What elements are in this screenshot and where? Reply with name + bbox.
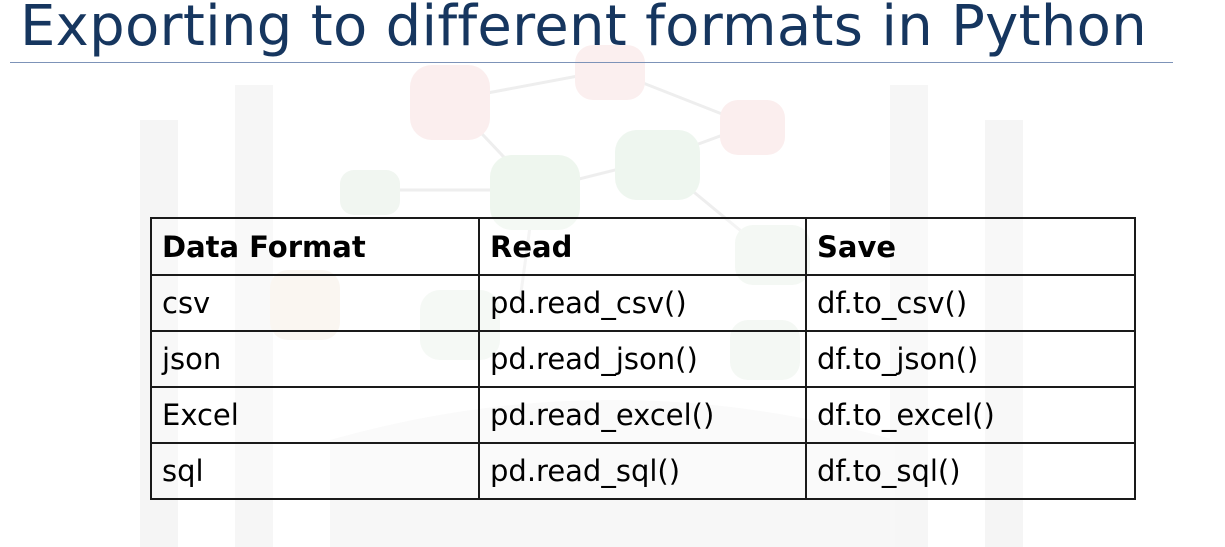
title-underline: [10, 62, 1173, 63]
table-row: Excel pd.read_excel() df.to_excel(): [150, 386, 1136, 444]
header-read: Read: [478, 217, 807, 276]
save-cell: df.to_sql(): [805, 442, 1136, 500]
table-row: sql pd.read_sql() df.to_sql(): [150, 442, 1136, 500]
table-row: json pd.read_json() df.to_json(): [150, 330, 1136, 388]
format-cell: Excel: [150, 386, 480, 444]
save-cell: df.to_excel(): [805, 386, 1136, 444]
header-save: Save: [805, 217, 1136, 276]
format-cell: sql: [150, 442, 480, 500]
save-cell: df.to_csv(): [805, 274, 1136, 332]
formats-table: Data Format Read Save csv pd.read_csv() …: [150, 217, 1136, 500]
read-cell: pd.read_excel(): [478, 386, 807, 444]
read-cell: pd.read_json(): [478, 330, 807, 388]
header-data-format: Data Format: [150, 217, 480, 276]
format-cell: csv: [150, 274, 480, 332]
slide-title: Exporting to different formats in Python: [20, 0, 1147, 59]
read-cell: pd.read_csv(): [478, 274, 807, 332]
table-header-row: Data Format Read Save: [150, 217, 1136, 276]
table-row: csv pd.read_csv() df.to_csv(): [150, 274, 1136, 332]
read-cell: pd.read_sql(): [478, 442, 807, 500]
format-cell: json: [150, 330, 480, 388]
save-cell: df.to_json(): [805, 330, 1136, 388]
